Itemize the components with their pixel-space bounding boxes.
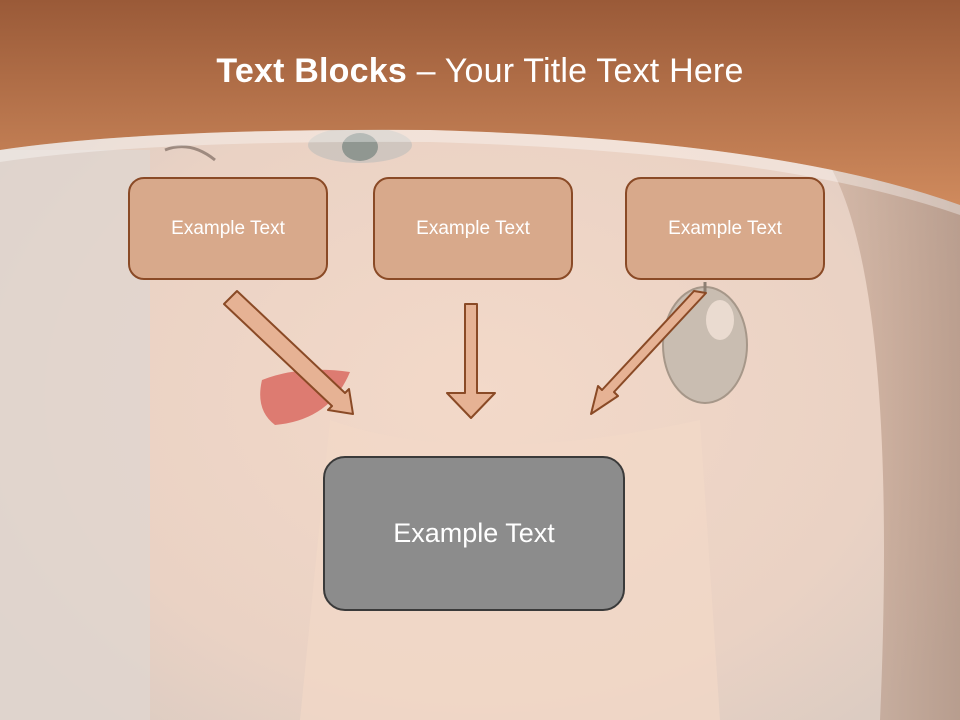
result-block[interactable]: Example Text: [323, 456, 625, 611]
text-block-3-label: Example Text: [668, 217, 782, 239]
text-block-1[interactable]: Example Text: [128, 177, 328, 280]
text-block-2-label: Example Text: [416, 217, 530, 239]
text-block-3[interactable]: Example Text: [625, 177, 825, 280]
arrow-right: [590, 290, 707, 415]
arrow-center: [446, 303, 496, 419]
slide-title: Text Blocks – Your Title Text Here: [0, 52, 960, 91]
result-block-label: Example Text: [393, 518, 555, 548]
text-block-1-label: Example Text: [171, 217, 285, 239]
arrow-left: [223, 290, 354, 415]
text-block-2[interactable]: Example Text: [373, 177, 573, 280]
title-rest: – Your Title Text Here: [406, 52, 744, 90]
title-bold: Text Blocks: [216, 52, 407, 90]
